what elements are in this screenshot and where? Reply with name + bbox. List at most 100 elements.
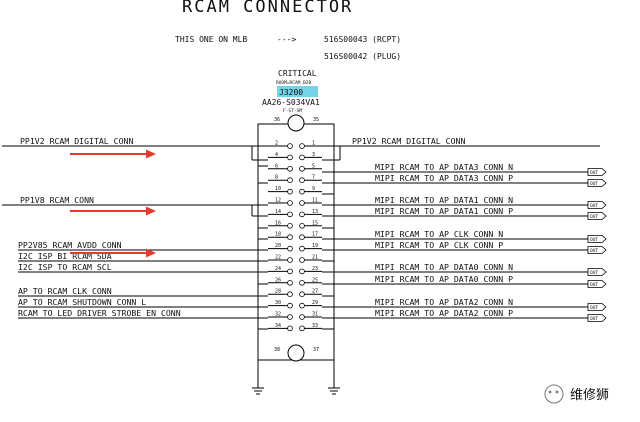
pin-number: 13: [312, 209, 318, 215]
refdes-label: J3200: [279, 88, 303, 97]
net-label-data3-n: MIPI_RCAM_TO_AP_DATA3_CONN_N: [375, 162, 513, 172]
part-label: AA26-S034VA1: [262, 98, 320, 107]
right-wires: [322, 145, 600, 360]
pin-contact: [299, 268, 305, 275]
part-number-rcpt: 516S00043 (RCPT): [324, 35, 401, 44]
offpage-tag-text: OUT: [590, 248, 598, 254]
pin-num-37: 37: [313, 347, 319, 353]
offpage-connector-tag: OUT: [587, 212, 607, 220]
pin-contact: [299, 166, 305, 172]
pin-number: 34: [275, 323, 281, 329]
offpage-tag-text: OUT: [590, 316, 598, 322]
pin-contact: [299, 177, 305, 184]
pin-contact: [299, 154, 305, 161]
net-label-strobe: RCAM_TO_LED_DRIVER_STROBE_EN_CONN: [18, 308, 181, 318]
pin-contact: [287, 200, 293, 206]
pin-number: 31: [312, 312, 318, 318]
pin-contact: [287, 291, 293, 298]
net-label-pp2v85: PP2V85_RCAM_AVDD_CONN: [18, 240, 122, 250]
net-label-data1-n: MIPI_RCAM_TO_AP_DATA1_CONN_N: [375, 195, 513, 205]
pin-number: 12: [275, 198, 281, 204]
pin-number: 8: [275, 175, 278, 181]
net-label-data0-p: MIPI_RCAM_TO_AP_DATA0_CONN_P: [375, 274, 513, 284]
offpage-tag-text: OUT: [590, 214, 598, 220]
left-wires: [2, 145, 268, 360]
mlb-note-label: THIS ONE ON MLB: [175, 35, 247, 44]
pin-num-38: 38: [274, 347, 280, 353]
pin-number: 28: [275, 289, 281, 295]
net-label-shutdown: AP_TO_RCAM_SHUTDOWN_CONN_L: [18, 297, 146, 307]
pin-number: 16: [275, 220, 281, 226]
pin-number: 3: [312, 152, 315, 158]
pin-contact: [287, 143, 293, 149]
pin-contact: [287, 177, 293, 184]
offpage-connector-tag: OUT: [587, 314, 607, 322]
offpage-connector-tag: OUT: [587, 280, 607, 288]
pin-contact: [287, 268, 293, 275]
ground-symbol-left: [252, 387, 264, 395]
red-arrow-pp1v2: [70, 149, 156, 159]
schematic-title: RCAM CONNECTOR: [182, 0, 353, 17]
pin-number: 27: [312, 289, 318, 295]
watermark-text: 维修狮: [570, 388, 609, 403]
pin-contact: [287, 234, 293, 241]
pin-number: 9: [312, 186, 315, 192]
net-label-clk-n: MIPI_RCAM_TO_AP_CLK_CONN_N: [375, 229, 503, 239]
pin-contact: [299, 188, 305, 195]
pin-number: 4: [275, 152, 278, 158]
pin-number: 14: [275, 209, 281, 215]
pin-contact: [299, 257, 305, 263]
pin-number: 24: [275, 266, 281, 272]
pin-row: 14 13: [268, 209, 322, 218]
offpage-connector-tag: OUT: [587, 201, 607, 209]
pin-contact: [299, 325, 305, 332]
pin-contact: [287, 188, 293, 195]
pin-number: 5: [312, 163, 315, 169]
pin-num-35: 35: [313, 117, 319, 123]
pin-number: 11: [312, 198, 318, 204]
mlb-note-arrow: --->: [277, 35, 296, 44]
ground-symbol-right: [328, 387, 340, 395]
pin-number: 26: [275, 277, 281, 283]
critical-label: CRITICAL: [278, 69, 317, 78]
pin-number: 30: [275, 300, 281, 306]
pin-contact: [299, 314, 305, 320]
pin-row: 12 11: [268, 198, 322, 206]
pin-contact: [299, 279, 305, 286]
pin-contact: [299, 302, 305, 309]
net-label-pp1v2-right: PP1V2_RCAM_DIGITAL_CONN: [352, 136, 465, 146]
pin-contact: [299, 143, 305, 149]
pin-row: 10 9: [268, 186, 322, 195]
net-label-pp1v2-left: PP1V2_RCAM_DIGITAL_CONN: [20, 136, 133, 146]
pin-number: 17: [312, 232, 318, 238]
net-label-i2c-sda: I2C_ISP_BI_RCAM_SDA: [18, 251, 112, 261]
offpage-tag-text: OUT: [590, 270, 598, 276]
offpage-connector-tag: OUT: [587, 246, 607, 254]
pin-number: 10: [275, 186, 281, 192]
net-label-ap-clk: AP_TO_RCAM_CLK_CONN: [18, 286, 112, 296]
net-label-data3-p: MIPI_RCAM_TO_AP_DATA3_CONN_P: [375, 173, 513, 183]
pin-number: 18: [275, 232, 281, 238]
part-number-plug: 516S00042 (PLUG): [324, 52, 401, 61]
pin-number: 6: [275, 163, 278, 169]
pin-contact: [287, 154, 293, 161]
pin-contact: [287, 257, 293, 263]
offpage-tag-text: OUT: [590, 282, 598, 288]
pin-contact: [299, 245, 305, 252]
offpage-connector-tag: OUT: [587, 168, 607, 176]
net-label-data2-n: MIPI_RCAM_TO_AP_DATA2_CONN_N: [375, 297, 513, 307]
subtext-label: F-ST-SM: [283, 108, 302, 114]
red-arrows: [70, 149, 156, 258]
red-arrow-pp1v8: [70, 206, 156, 216]
pin-contact: [287, 279, 293, 286]
